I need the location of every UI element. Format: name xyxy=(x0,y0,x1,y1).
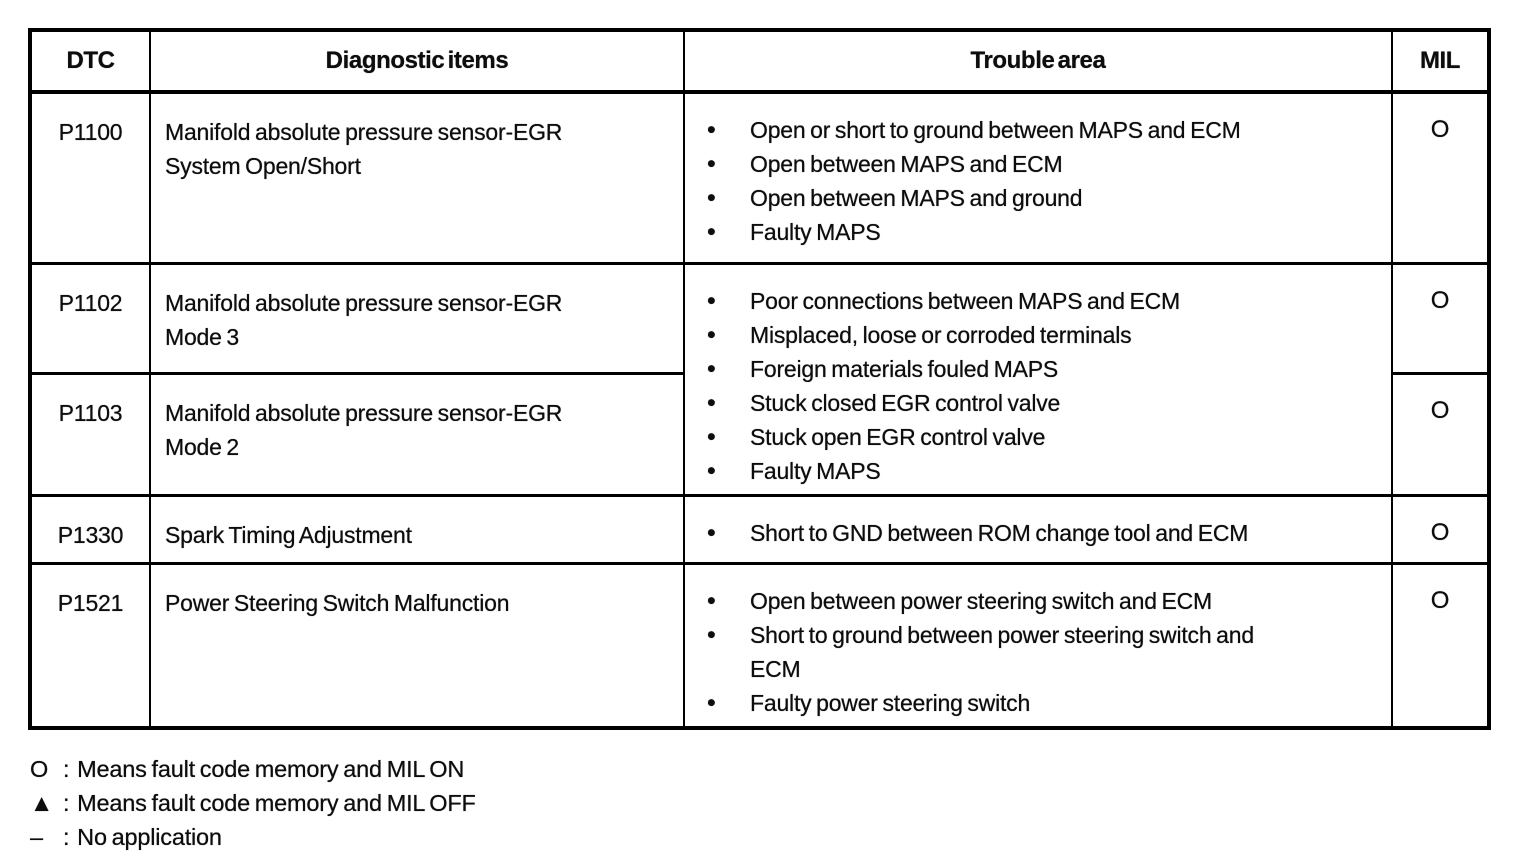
mil-indicator: O xyxy=(1391,261,1490,375)
trouble-area-list: Poor connections between MAPS and ECM Mi… xyxy=(685,284,1383,488)
col-header-dtc: DTC xyxy=(29,29,151,94)
trouble-area-list: Open or short to ground between MAPS and… xyxy=(685,113,1383,249)
legend-text: No application xyxy=(63,820,222,854)
diagnostic-item-text: Manifold absolute pressure sensor-EGR Mo… xyxy=(165,289,563,350)
trouble-area-item: Faulty MAPS xyxy=(685,215,1383,249)
trouble-area-item: Foreign materials fouled MAPS xyxy=(685,352,1383,386)
table-row: P1102 Manifold absolute pressure sensor-… xyxy=(29,261,1490,497)
legend-item: O Means fault code memory and MIL ON xyxy=(30,752,1520,786)
diagnostic-item-text: Manifold absolute pressure sensor-EGR Sy… xyxy=(165,119,563,179)
trouble-area-item: Open between MAPS and ECM xyxy=(685,147,1383,181)
col-header-diagnostic-items: Diagnostic items xyxy=(149,29,685,94)
legend: O Means fault code memory and MIL ON ▲ Mea… xyxy=(28,752,1520,854)
dtc-code: P1330 xyxy=(29,493,151,565)
trouble-area-item: Faulty power steering switch xyxy=(685,686,1383,720)
diagnostic-item-cell: Manifold absolute pressure sensor-EGR Mo… xyxy=(149,371,685,497)
mil-indicator: O xyxy=(1391,90,1490,265)
trouble-area-cell: Open between power steering switch and E… xyxy=(683,561,1393,729)
trouble-area-item: Short to GND between ROM change tool and… xyxy=(685,516,1383,550)
mil-indicator: O xyxy=(1391,561,1490,729)
trouble-area-item: Misplaced, loose or corroded terminals xyxy=(685,318,1383,352)
dtc-code: P1521 xyxy=(29,561,151,729)
trouble-area-item: Poor connections between MAPS and ECM xyxy=(685,284,1383,318)
diagnostic-item-cell: Manifold absolute pressure sensor-EGR Sy… xyxy=(149,90,685,265)
diagnostic-item-cell: Spark Timing Adjustment xyxy=(149,493,685,565)
mil-on-symbol: O xyxy=(30,755,49,782)
diagnostic-item-text: Spark Timing Adjustment xyxy=(165,521,412,548)
diagnostic-item-cell: Manifold absolute pressure sensor-EGR Mo… xyxy=(149,261,685,375)
dtc-code: P1100 xyxy=(29,90,151,265)
diagnostic-item-text: Manifold absolute pressure sensor-EGR Mo… xyxy=(165,399,563,460)
trouble-area-list: Open between power steering switch and E… xyxy=(685,584,1383,720)
mil-indicator: O xyxy=(1391,371,1490,497)
legend-item: –No application xyxy=(30,820,1520,854)
mil-indicator: O xyxy=(1391,493,1490,565)
table-header-row: DTC Diagnostic items Trouble area MIL xyxy=(29,29,1490,94)
table-row: P1100 Manifold absolute pressure sensor-… xyxy=(29,90,1490,265)
trouble-area-list: Short to GND between ROM change tool and… xyxy=(685,516,1383,550)
diagnostic-item-cell: Power Steering Switch Malfunction xyxy=(149,561,685,729)
legend-text: Means fault code memory and MIL OFF xyxy=(63,786,476,820)
trouble-area-item: Stuck open EGR control valve xyxy=(685,420,1383,454)
col-header-trouble-area: Trouble area xyxy=(683,29,1393,94)
trouble-area-cell: Open or short to ground between MAPS and… xyxy=(683,90,1393,265)
no-application-symbol: – xyxy=(30,823,43,850)
dtc-code: P1102 xyxy=(29,261,151,375)
col-header-mil: MIL xyxy=(1391,29,1490,94)
table-row: P1103 Manifold absolute pressure sensor-… xyxy=(29,371,1490,497)
mil-off-symbol: ▲ xyxy=(30,789,54,816)
dtc-table: DTC Diagnostic items Trouble area MIL P1… xyxy=(28,28,1491,730)
trouble-area-cell: Short to GND between ROM change tool and… xyxy=(683,493,1393,565)
trouble-area-item: Open or short to ground between MAPS and… xyxy=(685,113,1383,147)
trouble-area-item: Open between power steering switch and E… xyxy=(685,584,1383,618)
dtc-code: P1103 xyxy=(29,371,151,497)
trouble-area-item: Short to ground between power steering s… xyxy=(685,618,1383,686)
legend-item: ▲ Means fault code memory and MIL OFF xyxy=(30,786,1520,820)
trouble-area-cell-shared: Poor connections between MAPS and ECM Mi… xyxy=(683,261,1393,497)
trouble-area-item: Stuck closed EGR control valve xyxy=(685,386,1383,420)
diagnostic-item-text: Power Steering Switch Malfunction xyxy=(165,589,510,616)
trouble-area-item: Open between MAPS and ground xyxy=(685,181,1383,215)
trouble-area-item: Faulty MAPS xyxy=(685,454,1383,488)
legend-text: Means fault code memory and MIL ON xyxy=(63,752,464,786)
table-row: P1521 Power Steering Switch Malfunction … xyxy=(29,561,1490,729)
table-row: P1330 Spark Timing Adjustment Short to G… xyxy=(29,493,1490,565)
